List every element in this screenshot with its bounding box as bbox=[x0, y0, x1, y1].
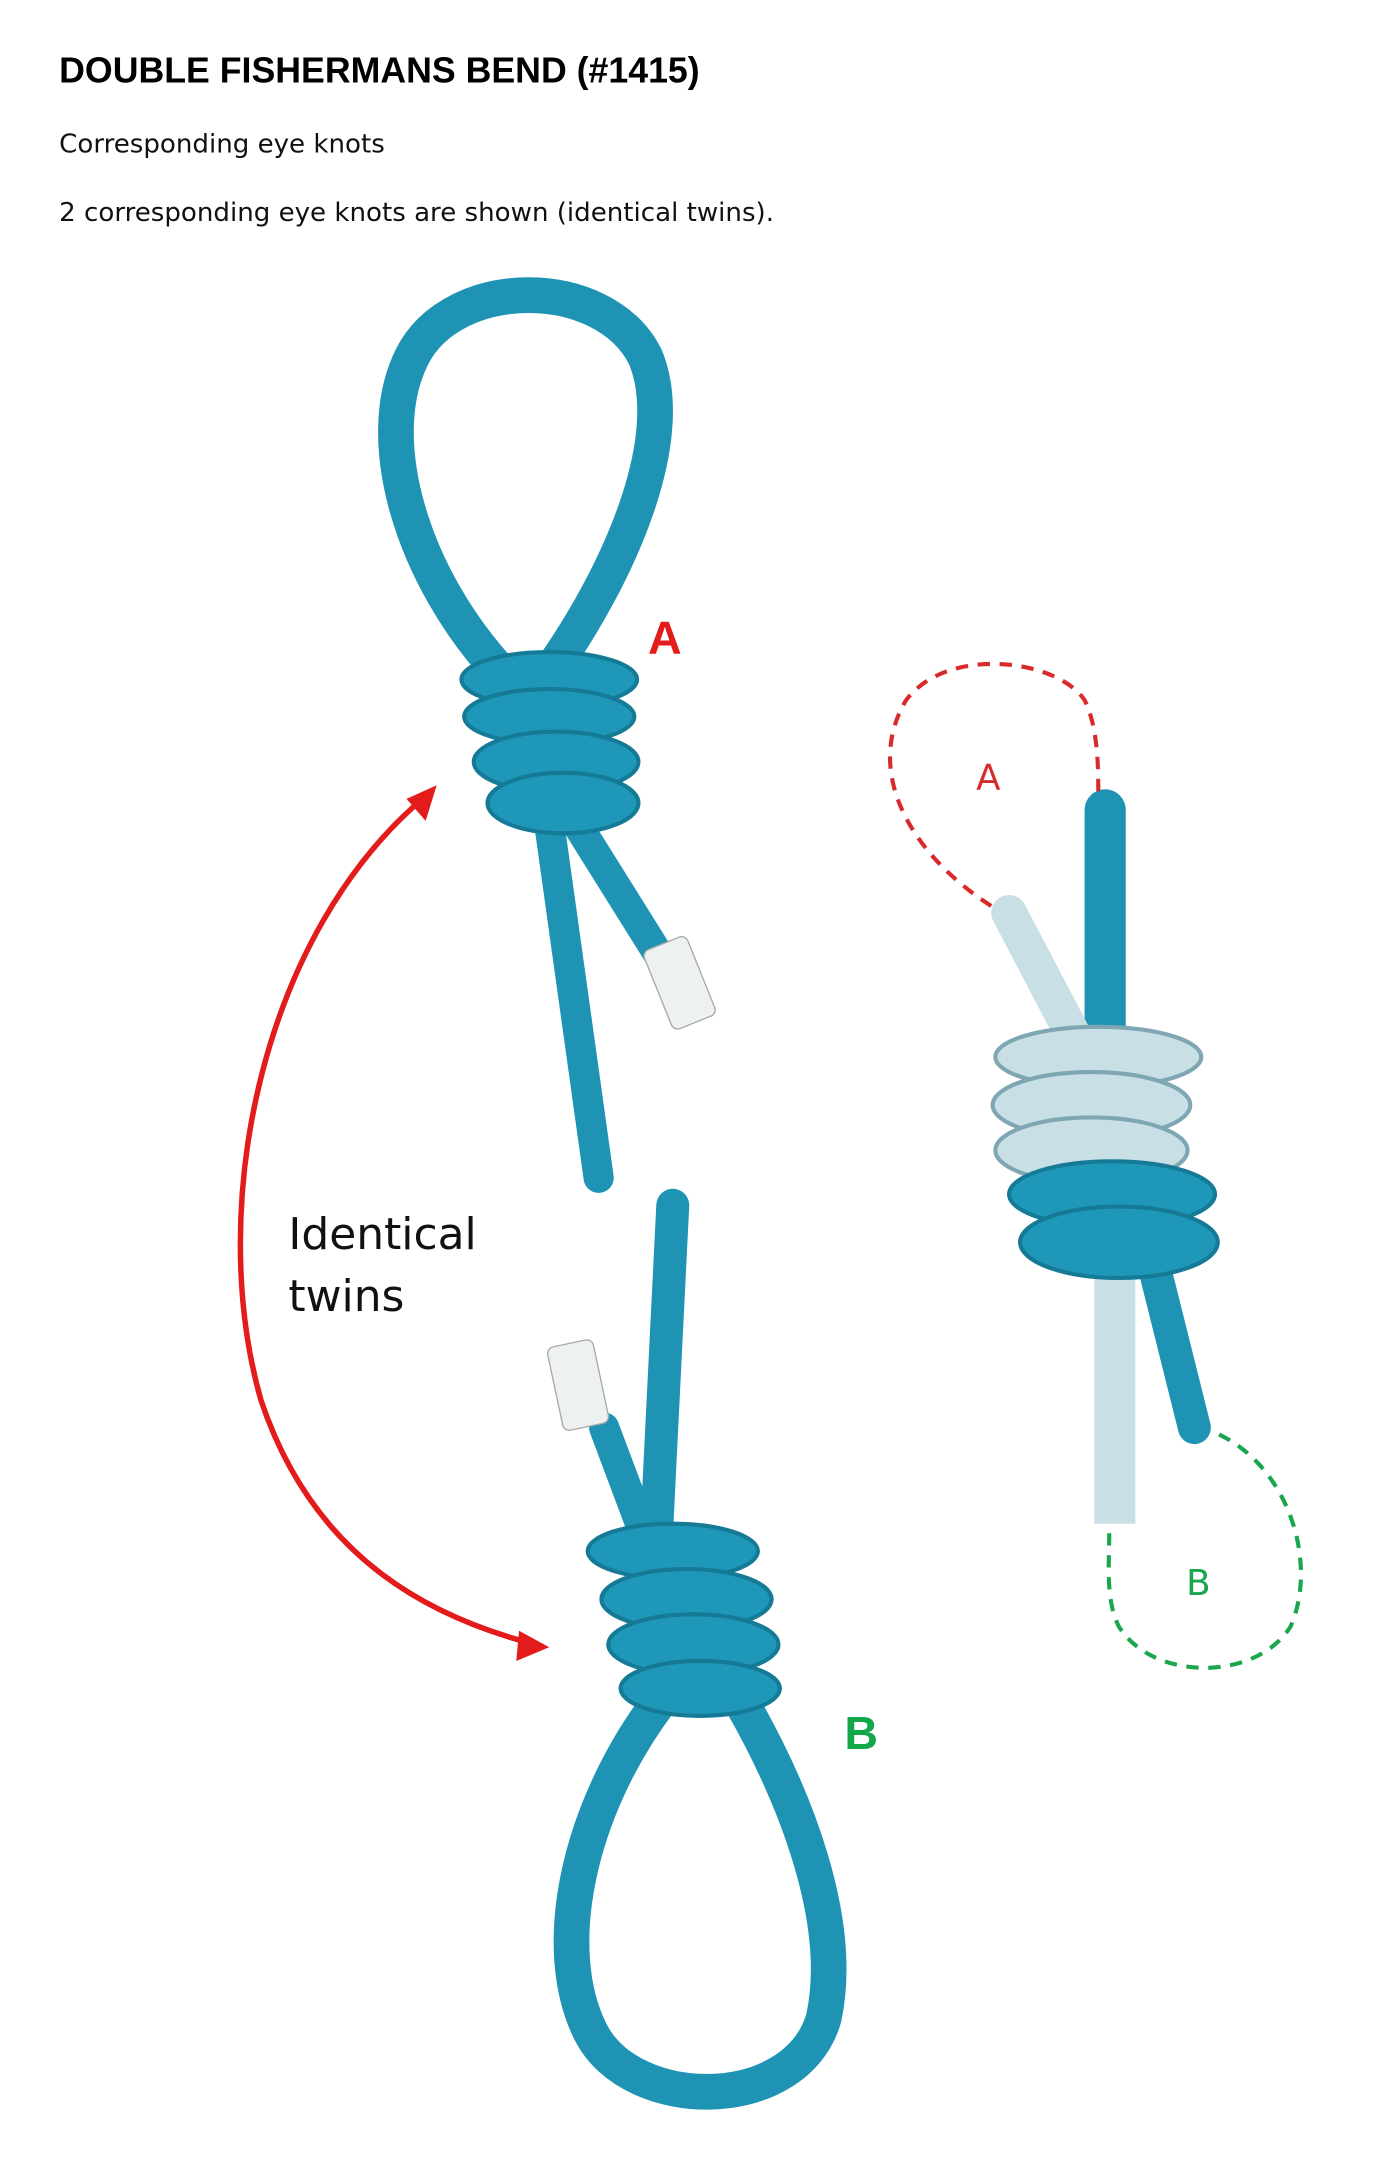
description: 2 corresponding eye knots are shown (ide… bbox=[59, 198, 774, 228]
page-title: DOUBLE FISHERMANS BEND (#1415) bbox=[59, 50, 700, 90]
knot-a-label: A bbox=[648, 611, 682, 663]
diagram-loop-a-label: A bbox=[976, 757, 1001, 798]
knot-b-label: B bbox=[844, 1707, 878, 1759]
double-fishermans-bend-photo bbox=[990, 789, 1220, 1524]
annotation-twins: twins bbox=[288, 1271, 404, 1322]
eye-knot-a-photo bbox=[378, 277, 716, 1193]
loop-a-dashed-outline bbox=[888, 661, 1101, 908]
identical-twins-arrow bbox=[237, 785, 550, 1661]
subtitle: Corresponding eye knots bbox=[59, 129, 385, 159]
loop-b-dashed-outline bbox=[1106, 1432, 1304, 1670]
annotation-identical: Identical bbox=[288, 1209, 476, 1260]
eye-knot-b-photo bbox=[546, 1188, 847, 2110]
diagram-loop-b-label: B bbox=[1186, 1563, 1210, 1604]
